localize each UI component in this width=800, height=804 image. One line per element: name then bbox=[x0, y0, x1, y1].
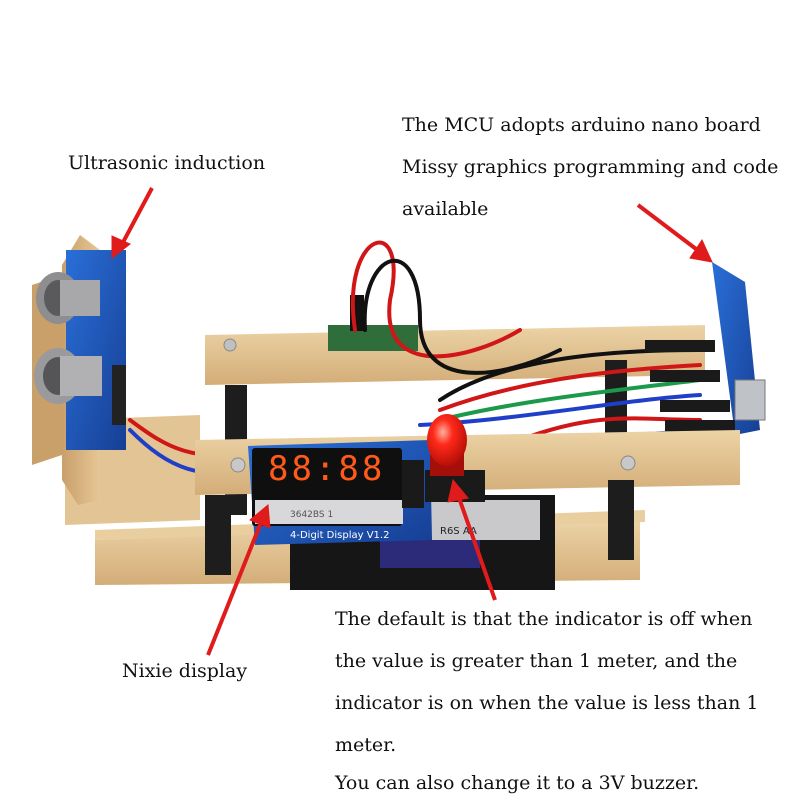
arduino-nano-board bbox=[645, 262, 766, 435]
indicator-label-line5: You can also change it to a 3V buzzer. bbox=[335, 772, 700, 794]
nixie-label: Nixie display bbox=[122, 660, 248, 682]
mcu-label-line2: Missy graphics programming and code bbox=[402, 156, 779, 178]
indicator-label-line1: The default is that the indicator is off… bbox=[335, 608, 753, 630]
battery-label: R6S AA bbox=[440, 526, 477, 537]
arrow-ultrasonic bbox=[111, 187, 154, 260]
indicator-label-line2: the value is greater than 1 meter, and t… bbox=[335, 650, 738, 672]
four-digit-display-module: 88:88 3642BS 1 4-Digit Display V1.2 bbox=[248, 440, 432, 545]
connector-board bbox=[328, 295, 418, 351]
annotation-arrows bbox=[111, 187, 713, 656]
arrow-indicator bbox=[447, 478, 497, 601]
display-digits: 88:88 bbox=[268, 449, 385, 489]
ultrasonic-label: Ultrasonic induction bbox=[68, 152, 266, 174]
arrow-nixie bbox=[206, 504, 271, 656]
ultrasonic-sensor bbox=[32, 235, 126, 505]
mcu-label-line1: The MCU adopts arduino nano board bbox=[402, 114, 761, 136]
display-module-label: 4-Digit Display V1.2 bbox=[290, 530, 389, 541]
indicator-label-line3: indicator is on when the value is less t… bbox=[335, 692, 759, 714]
arrow-mcu bbox=[636, 203, 713, 263]
display-chip-label: 3642BS 1 bbox=[290, 510, 333, 520]
mcu-label-line3: available bbox=[402, 198, 489, 220]
indicator-label-line4: meter. bbox=[335, 734, 397, 756]
